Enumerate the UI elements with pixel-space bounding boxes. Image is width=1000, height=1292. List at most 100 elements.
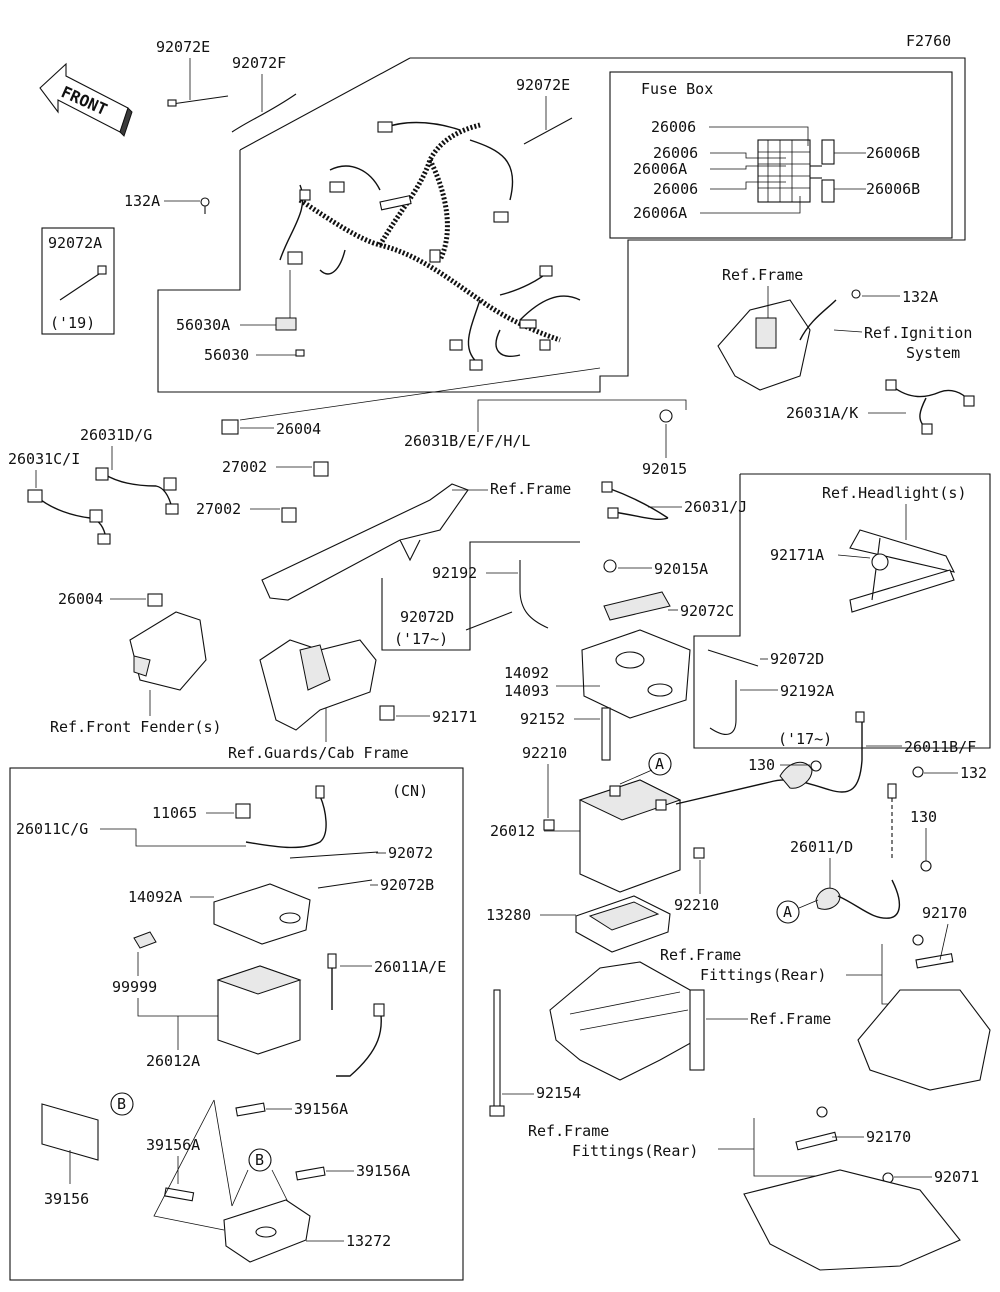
label-56030a: 56030A xyxy=(176,316,230,334)
label-ref-guards: Ref.Guards/Cab Frame xyxy=(228,744,409,762)
label-26031ak: 26031A/K xyxy=(786,404,858,422)
fuse-label-26006b-b: 26006B xyxy=(866,180,920,198)
label-26011d: 26011/D xyxy=(790,838,853,856)
front-fender-bracket: 26004 Ref.Front Fender(s) xyxy=(50,590,222,736)
label-ref-frame-d: Ref.Frame xyxy=(528,1122,609,1140)
battery-tray-13280: 13280 xyxy=(486,895,671,953)
label-92152: 92152 xyxy=(520,710,565,728)
label-13280: 13280 xyxy=(486,906,531,924)
sub-harness-26031ak: 26031A/K xyxy=(786,379,975,435)
label-ref-frame-b: Ref.Frame xyxy=(660,946,741,964)
label-26011bf: 26011B/F xyxy=(904,738,976,756)
label-92171a: 92171A xyxy=(770,546,824,564)
label-system: System xyxy=(906,344,960,362)
label-92072: 92072 xyxy=(388,844,433,862)
frame-bracket-top: Ref.Frame 132A Ref.Ignition System xyxy=(717,266,972,391)
label-26031b: 26031B/E/F/H/L xyxy=(404,432,530,450)
label-26031dg: 26031D/G xyxy=(80,426,152,444)
label-92015a: 92015A xyxy=(654,560,708,578)
fuse-label-26006a-a: 26006A xyxy=(633,160,687,178)
fuse-box-group: Fuse Box 26006 26006 26006A 26006 26006A… xyxy=(609,71,953,239)
label-14092a: 14092A xyxy=(128,888,182,906)
label-26031ci: 26031C/I xyxy=(8,450,80,468)
label-92072f: 92072F xyxy=(232,54,286,72)
fuse-label-26006-b: 26006 xyxy=(653,144,698,162)
label-92210-top: 92210 xyxy=(522,744,567,762)
fuse-label-26006a-b: 26006A xyxy=(633,204,687,222)
label-fittings-rear-b: Fittings(Rear) xyxy=(572,1142,698,1160)
cable-26011d: 26011/D A xyxy=(776,838,900,924)
label-39156a-b: 39156A xyxy=(146,1136,200,1154)
harness-group-outline xyxy=(157,57,966,393)
label-56030: 56030 xyxy=(204,346,249,364)
callout-a-top: A xyxy=(655,755,664,773)
label-year-19: ('19) xyxy=(50,314,95,332)
cable-tie-92072a-box: 92072A ('19) xyxy=(41,227,115,335)
label-92210-bot: 92210 xyxy=(674,896,719,914)
label-26031j: 26031/J xyxy=(684,498,747,516)
fuse-label-26006-c: 26006 xyxy=(653,180,698,198)
label-130-mid: 130 xyxy=(910,808,937,826)
sub-harness-26031j: 26031/J xyxy=(601,481,747,521)
label-ref-frame-c: Ref.Frame xyxy=(750,1010,831,1028)
label-year-17-right: ('17~) xyxy=(778,730,832,748)
diagram-code: F2760 xyxy=(906,32,951,50)
label-92071: 92071 xyxy=(934,1168,979,1186)
label-132a-right: 132A xyxy=(902,288,938,306)
guards-cab-frame: Ref.Guards/Cab Frame 92171 xyxy=(228,639,477,762)
label-11065: 11065 xyxy=(152,804,197,822)
cable-26011bf: 130 26011B/F 132 130 xyxy=(675,711,987,872)
label-ref-frame-top: Ref.Frame xyxy=(722,266,803,284)
label-92170-bot: 92170 xyxy=(866,1128,911,1146)
rear-fitting-top: 92170 xyxy=(857,904,991,1091)
label-130-top: 130 xyxy=(748,756,775,774)
rear-fitting-bottom: Ref.Frame Fittings(Rear) 92170 92071 xyxy=(528,1106,979,1271)
fuse-label-26006b-a: 26006B xyxy=(866,144,920,162)
label-13272: 13272 xyxy=(346,1232,391,1250)
label-92072a: 92072A xyxy=(48,234,102,252)
main-wiring-harness xyxy=(279,121,581,371)
label-ref-frame-mid: Ref.Frame xyxy=(490,480,571,498)
label-39156a-c: 39156A xyxy=(356,1162,410,1180)
label-ref-headlights: Ref.Headlight(s) xyxy=(822,484,967,502)
label-year-17-left: ('17~) xyxy=(394,630,448,648)
label-92015: 92015 xyxy=(642,460,687,478)
label-132a-left: 132A xyxy=(124,192,160,210)
part-56030: 56030A 56030 xyxy=(176,270,305,364)
bolt-132a-left: 132A xyxy=(124,192,210,214)
fuse-box-title: Fuse Box xyxy=(641,80,713,98)
label-92192a: 92192A xyxy=(780,682,834,700)
front-arrow-icon: FRONT xyxy=(39,62,133,137)
battery-holder-group: 92192 92072D ('17~) 92015A 92072C 14092 … xyxy=(381,541,734,761)
callout-a-bot: A xyxy=(783,903,792,921)
label-92170-top: 92170 xyxy=(922,904,967,922)
cable-tie-92072f: 92072F xyxy=(231,54,297,133)
label-92072d-left: 92072D xyxy=(400,608,454,626)
label-26012: 26012 xyxy=(490,822,535,840)
label-132: 132 xyxy=(960,764,987,782)
frame-battery-mount: Ref.Frame Fittings(Rear) Ref.Frame 92154 xyxy=(489,944,908,1117)
label-92171: 92171 xyxy=(432,708,477,726)
label-92072e-right: 92072E xyxy=(516,76,570,94)
cn-variant-box: (CN) 11065 26011C/G 92072 92072B 14092A … xyxy=(9,767,464,1281)
label-ref-ignition: Ref.Ignition xyxy=(864,324,972,342)
label-27002-a: 27002 xyxy=(222,458,267,476)
label-27002-b: 27002 xyxy=(196,500,241,518)
label-14093: 14093 xyxy=(504,682,549,700)
label-92072c: 92072C xyxy=(680,602,734,620)
cable-tie-92072d-right: 92072D 92192A ('17~) xyxy=(707,649,834,748)
cable-tie-92072e-right: 92072E xyxy=(516,76,573,145)
fuse-label-26006-a: 26006 xyxy=(651,118,696,136)
nut-92015: 92015 xyxy=(642,409,687,478)
battery-26012: 92210 A 26012 92210 xyxy=(490,744,719,914)
label-26011ae: 26011A/E xyxy=(374,958,446,976)
label-92154: 92154 xyxy=(536,1084,581,1102)
frame-rail-mid: 27002 27002 Ref.Frame xyxy=(196,458,571,601)
label-39156a-a: 39156A xyxy=(294,1100,348,1118)
label-99999: 99999 xyxy=(112,978,157,996)
label-26011cg: 26011C/G xyxy=(16,820,88,838)
label-92072b: 92072B xyxy=(380,876,434,894)
headlight-bracket-box: Ref.Headlight(s) 92171A xyxy=(693,473,991,749)
label-39156: 39156 xyxy=(44,1190,89,1208)
